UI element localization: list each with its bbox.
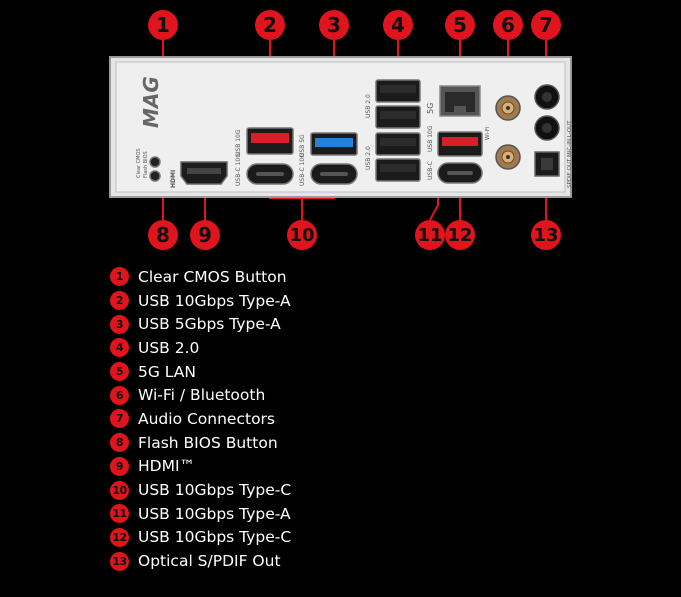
callout-2: 2 [255, 10, 285, 40]
usb-10g-typea-red-2-graphic [437, 131, 483, 157]
legend-label: Optical S/PDIF Out [138, 552, 281, 571]
legend-item: 1 Clear CMOS Button [110, 265, 291, 289]
usb-10g-typea-red-graphic [246, 127, 294, 155]
callout-11: 11 [415, 220, 445, 250]
legend-label: USB 10Gbps Type-C [138, 528, 292, 547]
lan-port-graphic [439, 85, 481, 117]
callout-8: 8 [148, 220, 178, 250]
legend-number: 10 [110, 480, 129, 500]
callout-5: 5 [445, 10, 475, 40]
legend-item: 2 USB 10Gbps Type-A [110, 289, 291, 313]
flash-bios-label: Flash BIOS [143, 151, 149, 178]
legend-label: Wi-Fi / Bluetooth [138, 386, 266, 405]
legend-label: USB 5Gbps Type-A [138, 315, 281, 334]
callout-10: 10 [287, 220, 317, 250]
legend-number: 2 [110, 291, 129, 311]
legend-number: 3 [110, 314, 129, 334]
clear-cmos-button-graphic [149, 156, 161, 168]
hdmi-port-graphic [180, 161, 228, 185]
legend-number: 5 [110, 362, 129, 382]
legend-number: 8 [110, 433, 129, 453]
io-panel-diagram: MAG Clear CMOS Flash BIOS HDMI USB 10G U… [109, 40, 573, 221]
legend-item: 4 USB 2.0 [110, 336, 291, 360]
usb-5g-label: USB 5G [299, 134, 306, 157]
legend-label: Flash BIOS Button [138, 433, 278, 452]
legend-item: 13 Optical S/PDIF Out [110, 549, 291, 573]
clear-cmos-label: Clear CMOS [136, 148, 142, 178]
legend-item: 12 USB 10Gbps Type-C [110, 526, 291, 550]
hdmi-label: HDMI [170, 170, 177, 188]
legend-number: 13 [110, 551, 129, 571]
legend-label: USB 2.0 [138, 338, 200, 357]
legend-item: 11 USB 10Gbps Type-A [110, 502, 291, 526]
audio-jacks-graphic [534, 84, 560, 141]
callout-9: 9 [190, 220, 220, 250]
wifi-antenna-connectors-graphic [495, 95, 521, 170]
legend-item: 7 Audio Connectors [110, 407, 291, 431]
callout-13: 13 [531, 220, 561, 250]
usb-5g-typea-blue-graphic [310, 132, 358, 156]
optical-spdif-graphic [534, 151, 560, 177]
audio-label: SPDIF OUT MIC-IN L-OUT [567, 120, 573, 188]
callout-6: 6 [493, 10, 523, 40]
usb20-label-bottom: USB 2.0 [365, 146, 372, 170]
legend-number: 12 [110, 527, 129, 547]
legend-item: 5 5G LAN [110, 360, 291, 384]
legend-number: 9 [110, 456, 129, 476]
lan-label: 5G [426, 103, 435, 114]
callout-7: 7 [531, 10, 561, 40]
legend-item: 9 HDMI™ [110, 455, 291, 479]
legend-label: USB 10Gbps Type-A [138, 291, 291, 310]
usb-10g-label-2: USB 10G [427, 125, 434, 152]
usb-c-port-2-graphic [310, 163, 358, 185]
legend-number: 6 [110, 385, 129, 405]
usb-10g-label: USB 10G [235, 129, 242, 156]
usb-c-10g-label-1: USB-C 10G [235, 153, 242, 186]
legend-item: 8 Flash BIOS Button [110, 431, 291, 455]
legend-number: 11 [110, 504, 129, 524]
usb-c-port-1-graphic [246, 163, 294, 185]
legend-label: Audio Connectors [138, 409, 276, 428]
usb-c-label-3: USB-C [427, 161, 434, 180]
wifi-label: Wi-Fi [485, 126, 491, 140]
usb-c-10g-label-2: USB-C 10G [299, 153, 306, 186]
legend-item: 10 USB 10Gbps Type-C [110, 478, 291, 502]
legend-number: 7 [110, 409, 129, 429]
usb-c-port-3-graphic [437, 162, 483, 184]
usb20-label-top: USB 2.0 [365, 94, 372, 118]
legend-label: USB 10Gbps Type-C [138, 481, 292, 500]
callout-1: 1 [148, 10, 178, 40]
legend-number: 4 [110, 338, 129, 358]
legend-label: Clear CMOS Button [138, 267, 287, 286]
legend-item: 3 USB 5Gbps Type-A [110, 312, 291, 336]
legend-label: USB 10Gbps Type-A [138, 504, 291, 523]
callout-3: 3 [319, 10, 349, 40]
legend-item: 6 Wi-Fi / Bluetooth [110, 383, 291, 407]
legend-label: 5G LAN [138, 362, 196, 381]
usb20-ports-graphic [375, 79, 421, 182]
legend-number: 1 [110, 267, 129, 287]
callout-12: 12 [445, 220, 475, 250]
flash-bios-button-graphic [149, 170, 161, 182]
legend-label: HDMI™ [138, 457, 196, 476]
brand-logo: MAG [139, 76, 163, 128]
callout-4: 4 [383, 10, 413, 40]
